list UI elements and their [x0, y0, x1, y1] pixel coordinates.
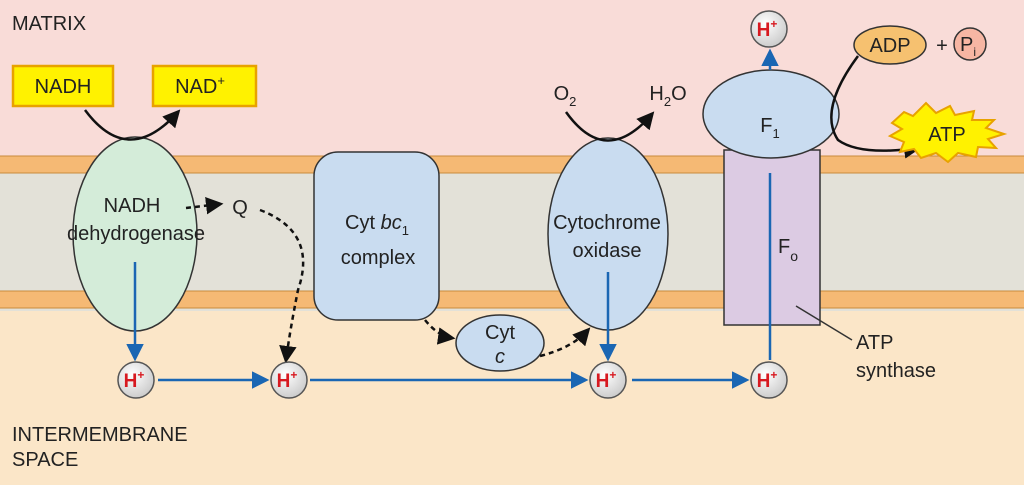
intermembrane-label-2: SPACE [12, 449, 78, 471]
atp-label: ATP [928, 124, 965, 146]
intermembrane-label-1: INTERMEMBRANE [12, 424, 188, 446]
proton-4: H+ [750, 361, 788, 399]
atp-synthase-label-2: synthase [856, 360, 936, 382]
svg-text:H+: H+ [757, 17, 778, 41]
nadh-label: NADH [35, 76, 92, 98]
cyt-bc1-complex [313, 151, 440, 321]
nadh-dh-to-q-arrow [185, 196, 224, 215]
phosphate-label: Pi [960, 34, 976, 59]
fo-subunit [723, 149, 821, 326]
svg-text:H+: H+ [596, 368, 617, 392]
adp-to-atp-arrow [830, 55, 922, 159]
f1-subunit [702, 69, 840, 159]
ubiquinone-label: Q [232, 197, 248, 219]
cyt-bc1-label-2: complex [341, 247, 415, 269]
proton-matrix: H+ [750, 10, 788, 48]
svg-text:H+: H+ [277, 368, 298, 392]
atp-synthase-leader-line [795, 305, 853, 341]
atp-starburst [887, 101, 1008, 164]
proton-2: H+ [270, 361, 308, 399]
cytochrome-c [455, 314, 545, 372]
nadh-dehydrogenase-label-2: dehydrogenase [67, 223, 205, 245]
q-to-proton-arrow [259, 208, 305, 364]
nadh-to-nad-arrow [83, 109, 181, 141]
bc1-to-cyt-c-arrow [424, 319, 456, 345]
nad-box [151, 64, 258, 108]
cyt-c-to-oxidase-arrow [539, 327, 591, 358]
plus-sign: + [936, 35, 948, 57]
cyt-oxidase-label-2: oxidase [573, 240, 642, 262]
atp-synthase-label-1: ATP [856, 332, 893, 354]
o2-to-h2o-arrow [564, 111, 655, 142]
matrix-label: MATRIX [12, 13, 86, 35]
f1-label: F1 [760, 115, 779, 141]
cyt-c-label-2: c [495, 346, 505, 368]
cyt-bc1-label-1: Cyt bc1 [345, 212, 409, 238]
water-label: H2O [649, 83, 686, 109]
phosphate-circle [953, 27, 987, 61]
svg-text:H+: H+ [124, 368, 145, 392]
nadh-box [11, 64, 115, 108]
proton-1: H+ [117, 361, 155, 399]
svg-text:H+: H+ [757, 368, 778, 392]
adp-oval [853, 25, 927, 65]
nad-label: NAD+ [175, 73, 225, 98]
adp-label: ADP [869, 35, 910, 57]
fo-label: Fo [778, 236, 798, 264]
cyt-oxidase-label-1: Cytochrome [553, 212, 661, 234]
nadh-dehydrogenase-label-1: NADH [104, 195, 161, 217]
oxygen-label: O2 [554, 83, 577, 109]
cyt-c-label-1: Cyt [485, 322, 515, 344]
proton-3: H+ [589, 361, 627, 399]
